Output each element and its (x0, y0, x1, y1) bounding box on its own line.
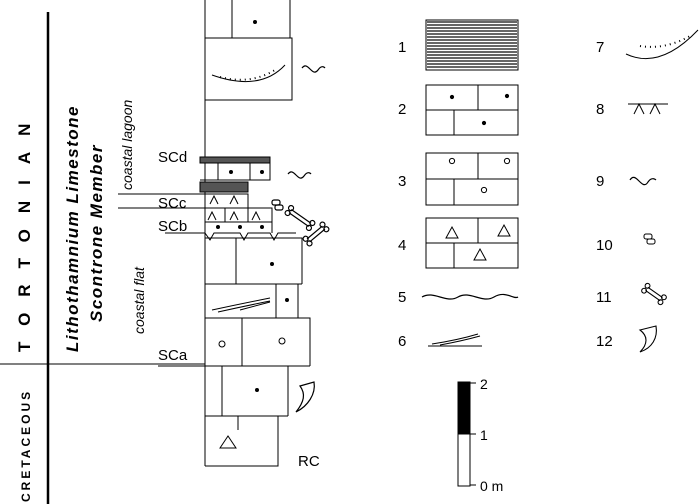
legend-number-7: 7 (596, 39, 604, 56)
legend-symbol-bone (641, 282, 667, 306)
legend-number-6: 6 (398, 333, 406, 350)
legend-number-9: 9 (596, 173, 604, 190)
svg-text:TORTONIAN: TORTONIAN (15, 108, 34, 352)
svg-text:Scontrone Member: Scontrone Member (87, 144, 106, 322)
legend-number-10: 10 (596, 237, 613, 254)
legend-number-8: 8 (596, 101, 604, 118)
legend-symbol-circle-limestone (425, 152, 519, 206)
unit-label-scb: SCb (158, 218, 187, 235)
system-label: CRETACEOUS (19, 389, 33, 502)
legend-symbol-cross-lamination (428, 333, 482, 347)
svg-text:Lithothamnium Limestone: Lithothamnium Limestone (63, 105, 82, 352)
legend-symbol-triangle-limestone (425, 217, 519, 269)
log-column (118, 0, 311, 467)
unit-label-rc: RC (298, 453, 320, 470)
formation-label: Lithothamnium Limestone Scontrone Member (63, 105, 106, 352)
environment-lower-label: coastal flat (131, 266, 147, 334)
scale-label-top: 2 (480, 376, 488, 392)
svg-text:CRETACEOUS: CRETACEOUS (19, 389, 33, 502)
legend-symbol-dotted-limestone (425, 84, 519, 136)
unit-label-scd: SCd (158, 149, 187, 166)
legend-number-4: 4 (398, 237, 406, 254)
legend-number-2: 2 (398, 101, 406, 118)
legend-number-12: 12 (596, 333, 613, 350)
legend-number-3: 3 (398, 173, 406, 190)
environment-upper-label: coastal lagoon (119, 99, 135, 190)
legend-number-1: 1 (398, 39, 406, 56)
legend: 1 2 3 4 5 6 7 8 9 10 11 12 (398, 19, 699, 353)
legend-symbol-horn-tooth (638, 325, 657, 353)
unit-label-sca: SCa (158, 347, 188, 364)
scale-label-mid: 1 (480, 427, 488, 443)
scale-label-bottom: 0 m (480, 478, 503, 494)
legend-number-5: 5 (398, 289, 406, 306)
legend-symbol-hardground (628, 102, 668, 115)
legend-symbol-wavy-surface (421, 293, 519, 300)
legend-number-11: 11 (596, 289, 612, 306)
stage-label: TORTONIAN (15, 108, 34, 352)
legend-symbol-erosional-base (625, 29, 699, 60)
legend-symbol-plant-remains (643, 233, 656, 245)
unit-label-scc: SCc (158, 195, 187, 212)
log-symbols (271, 65, 330, 413)
scale-bar: 2 1 0 m (457, 376, 503, 494)
legend-symbol-laminated (425, 19, 519, 71)
legend-symbol-bioturbation (629, 176, 657, 186)
